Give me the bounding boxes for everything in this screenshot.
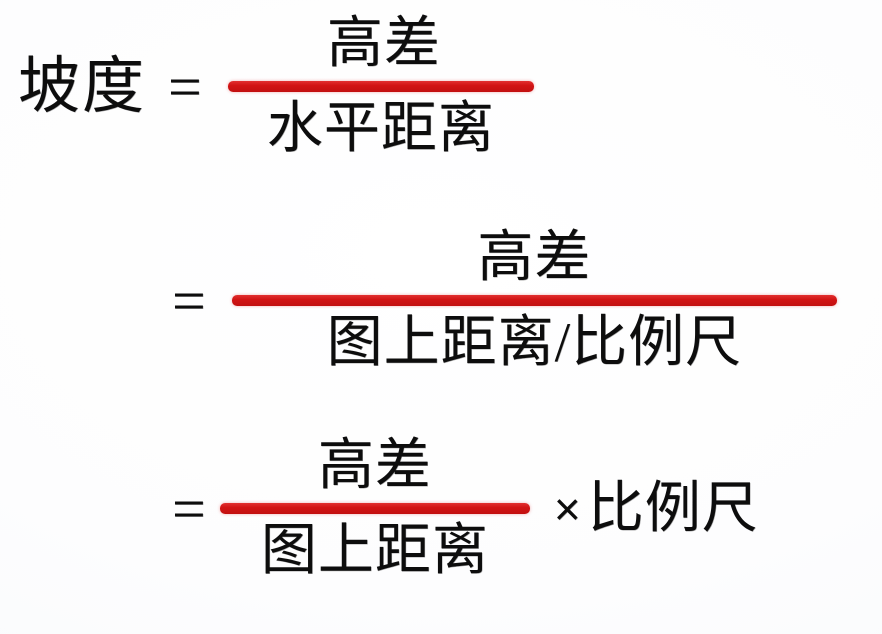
equals-sign: = — [172, 267, 206, 334]
fraction-bar — [219, 503, 530, 515]
multiplication-icon: × — [553, 482, 582, 535]
fraction-denominator: 水平距离 — [266, 98, 495, 161]
multiplier-term: ×比例尺 — [554, 481, 759, 537]
fraction-bar — [227, 81, 534, 93]
fraction-numerator: 高差 — [326, 13, 441, 75]
fraction: 高差 图上距离 — [219, 435, 530, 583]
fraction-numerator: 高差 — [317, 435, 432, 497]
equals-sign: = — [168, 53, 202, 120]
fraction-numerator: 高差 — [477, 227, 592, 289]
fraction-denominator: 图上距离/比例尺 — [326, 312, 743, 375]
fraction-bar — [231, 295, 837, 307]
equals-sign: = — [172, 475, 206, 542]
multiplier-label: 比例尺 — [587, 477, 759, 540]
fraction: 高差 图上距离/比例尺 — [231, 227, 837, 375]
fraction-denominator: 图上距离 — [260, 520, 489, 583]
equation-row-slope-simplified: = 高差 图上距离 ×比例尺 — [172, 436, 759, 582]
fraction: 高差 水平距离 — [227, 13, 534, 161]
equation-row-slope-definition: 坡度 = 高差 水平距离 — [18, 14, 534, 160]
equation-left-term: 坡度 — [18, 52, 147, 121]
equation-row-slope-expanded: = 高差 图上距离/比例尺 — [172, 228, 837, 374]
